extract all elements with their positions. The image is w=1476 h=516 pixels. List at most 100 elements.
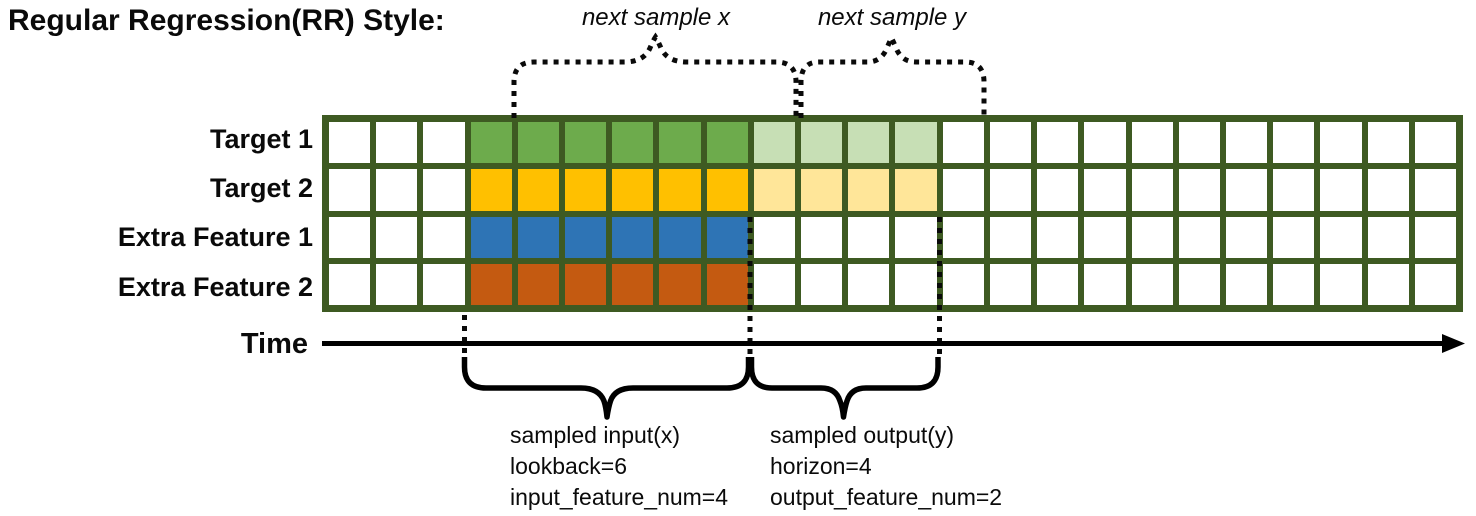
grid-cell (801, 122, 843, 164)
grid-cell (517, 122, 560, 164)
grid-cell (989, 263, 1032, 305)
grid-cell (565, 169, 607, 211)
grid-cell (1367, 122, 1409, 164)
sampled-output-annotation: sampled output(y) horizon=4 output_featu… (770, 420, 1002, 513)
grid-cell (329, 122, 371, 164)
grid-cell (565, 263, 607, 305)
grid-cell (329, 169, 371, 211)
grid-cell (1225, 216, 1268, 258)
grid-cell (1225, 122, 1268, 164)
grid-cell (989, 216, 1032, 258)
grid-cell (423, 263, 465, 305)
output-feature-num-value: output_feature_num=2 (770, 484, 1003, 510)
grid-cell (706, 169, 748, 211)
row-label-extra-feature-1: Extra Feature 1 (117, 222, 313, 252)
grid-cell (517, 216, 560, 258)
grid-cell (801, 216, 843, 258)
grid-cell (565, 122, 607, 164)
grid-cell (423, 216, 465, 258)
grid-cell (753, 122, 796, 164)
grid-cell (565, 216, 607, 258)
grid-cell (1084, 263, 1126, 305)
grid-cell (376, 169, 418, 211)
grid-cell (989, 122, 1032, 164)
grid-cell (612, 216, 654, 258)
grid-cell (1320, 216, 1362, 258)
grid-cell (1367, 216, 1409, 258)
grid-cell (612, 169, 654, 211)
grid-cell (989, 169, 1032, 211)
grid-cell (423, 122, 465, 164)
grid-cell (329, 216, 371, 258)
brace-next-sample-y (798, 32, 987, 118)
grid-cell (612, 263, 654, 305)
grid-cell (1273, 169, 1315, 211)
grid-cell (942, 263, 984, 305)
grid-cell (1037, 169, 1079, 211)
grid-cell (942, 169, 984, 211)
horizon-value: horizon=4 (770, 453, 872, 479)
grid-cell (1320, 169, 1362, 211)
grid-cell (659, 216, 701, 258)
grid-cell (895, 169, 937, 211)
grid-cell (706, 122, 748, 164)
grid-cell (659, 263, 701, 305)
grid-cell (517, 169, 560, 211)
grid-cell (706, 216, 748, 258)
grid-cell (1131, 216, 1173, 258)
grid-cell (1178, 122, 1220, 164)
grid-cell (659, 122, 701, 164)
grid-cell (1178, 263, 1220, 305)
grid-cell (470, 216, 512, 258)
grid-cell (470, 263, 512, 305)
grid-cell (1273, 263, 1315, 305)
grid-cell (470, 169, 512, 211)
row-label-target-2: Target 2 (209, 173, 313, 203)
grid-cell (1273, 216, 1315, 258)
sampled-input-title: sampled input(x) (510, 422, 681, 448)
grid-cell (753, 169, 796, 211)
grid-cell (517, 263, 560, 305)
grid-cell (1178, 216, 1220, 258)
grid-cell (1131, 122, 1173, 164)
grid-cell (1084, 122, 1126, 164)
grid-cell (706, 263, 748, 305)
grid-cell (1320, 263, 1362, 305)
grid-cell (376, 263, 418, 305)
grid-cell (470, 122, 512, 164)
grid-cell (1367, 169, 1409, 211)
grid-cell (895, 216, 937, 258)
grid-cell (659, 169, 701, 211)
grid-cell (942, 216, 984, 258)
grid-cell (895, 263, 937, 305)
grid-cell (1367, 263, 1409, 305)
grid-cell (942, 122, 984, 164)
time-axis-arrowhead (1442, 334, 1465, 353)
grid-cell (801, 263, 843, 305)
brace-next-sample-x (511, 32, 799, 120)
grid-cell (753, 263, 796, 305)
grid-cell (1178, 169, 1220, 211)
time-axis-label: Time (240, 328, 308, 360)
grid-cell (848, 263, 890, 305)
grid-cell (1414, 169, 1456, 211)
diagram-title: Regular Regression(RR) Style: (8, 4, 445, 37)
grid-cell (1037, 263, 1079, 305)
sampled-output-title: sampled output(y) (770, 422, 955, 448)
grid-cell (1131, 169, 1173, 211)
grid-cell (376, 216, 418, 258)
grid-cell (801, 169, 843, 211)
grid-cell (423, 169, 465, 211)
grid-cell (1273, 122, 1315, 164)
grid-cell (895, 122, 937, 164)
grid-cell (1414, 122, 1456, 164)
grid-cell (848, 122, 890, 164)
grid-cell (1037, 216, 1079, 258)
grid-cell (1084, 169, 1126, 211)
grid-cell (1414, 263, 1456, 305)
grid-cell (1320, 122, 1362, 164)
next-sample-x-label: next sample x (581, 4, 731, 31)
grid-cell (1225, 169, 1268, 211)
input-feature-num-value: input_feature_num=4 (510, 484, 729, 510)
row-label-target-1: Target 1 (209, 124, 313, 154)
